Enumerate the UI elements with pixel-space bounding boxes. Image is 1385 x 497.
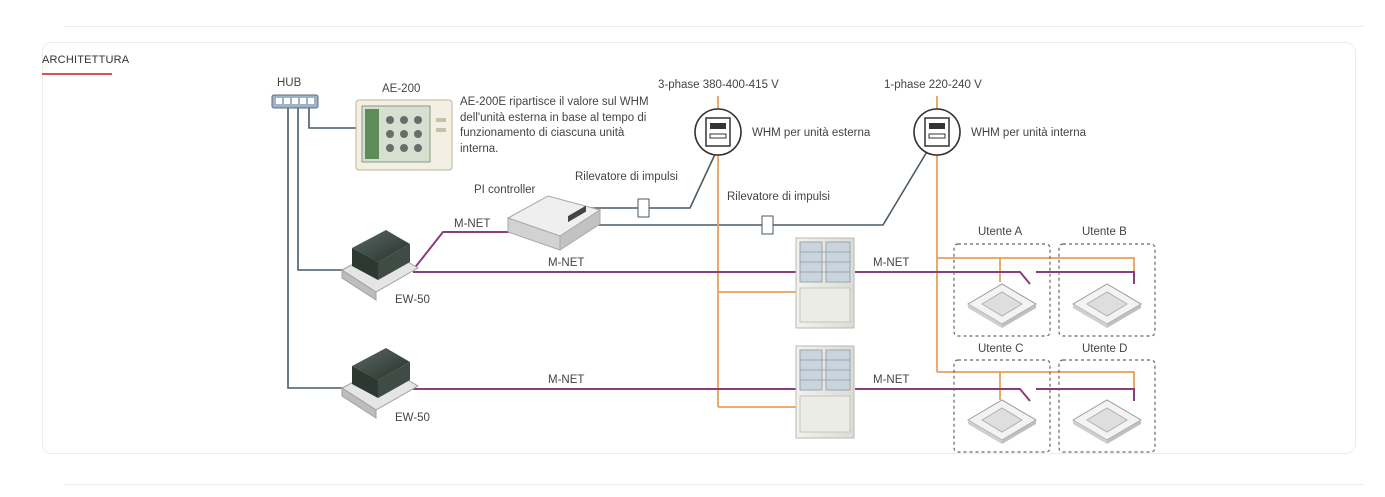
hub-device [271,94,319,109]
outdoor-unit-2 [795,345,855,439]
ae200-label: AE-200 [382,83,420,95]
utente-b-zone [1058,243,1156,337]
pulse-detector-1 [637,198,650,218]
indoor-unit-c [967,399,1037,444]
utente-a-zone [953,243,1051,337]
ethernet-lines [287,108,929,389]
mnet-ew1-label: M-NET [548,257,584,269]
mnet-lines [412,231,1135,402]
ew50-device-2 [341,348,419,419]
utente-d-label: Utente D [1082,343,1127,355]
whm-outdoor-label: WHM per unità esterna [752,127,871,139]
ew50-device-1 [341,230,419,301]
ae200-description: AE-200E ripartisce il valore sul WHM del… [460,96,649,155]
bottom-divider [64,484,1364,485]
ew50-2-label: EW-50 [395,412,430,424]
utente-c-zone [953,359,1051,453]
indoor-unit-d [1072,399,1142,444]
ew50-1-label: EW-50 [395,294,430,306]
indoor-unit-b [1072,283,1142,328]
one-phase-label: 1-phase 220-240 V [884,79,982,91]
whm-indoor-label: WHM per unità interna [971,127,1087,139]
utente-b-label: Utente B [1082,226,1127,238]
utente-a-label: Utente A [978,226,1022,238]
mnet-out2-label: M-NET [873,374,909,386]
utente-d-zone [1058,359,1156,453]
whm-indoor-meter [913,108,961,156]
architecture-card [42,42,1356,454]
user-zones [953,243,1156,453]
pulse-detector-2 [761,215,774,235]
mnet-out1-label: M-NET [873,257,909,269]
section-title-underline [42,73,112,75]
hub-label: HUB [277,77,302,89]
whm-outdoor-meter [694,108,742,156]
mnet-pi-label: M-NET [454,218,490,230]
mnet-ew2-label: M-NET [548,374,584,386]
ae200-device [355,99,453,171]
indoor-unit-a [967,283,1037,328]
pulse-detector-2-label: Rilevatore di impulsi [727,191,830,203]
outdoor-unit-1 [795,237,855,329]
section-title: ARCHITETTURA [42,54,130,66]
pi-controller-device [506,195,602,251]
utente-c-label: Utente C [978,343,1023,355]
top-divider [64,26,1364,27]
three-phase-label: 3-phase 380-400-415 V [658,79,779,91]
pi-controller-label: PI controller [474,184,536,196]
pulse-detector-1-label: Rilevatore di impulsi [575,171,678,183]
